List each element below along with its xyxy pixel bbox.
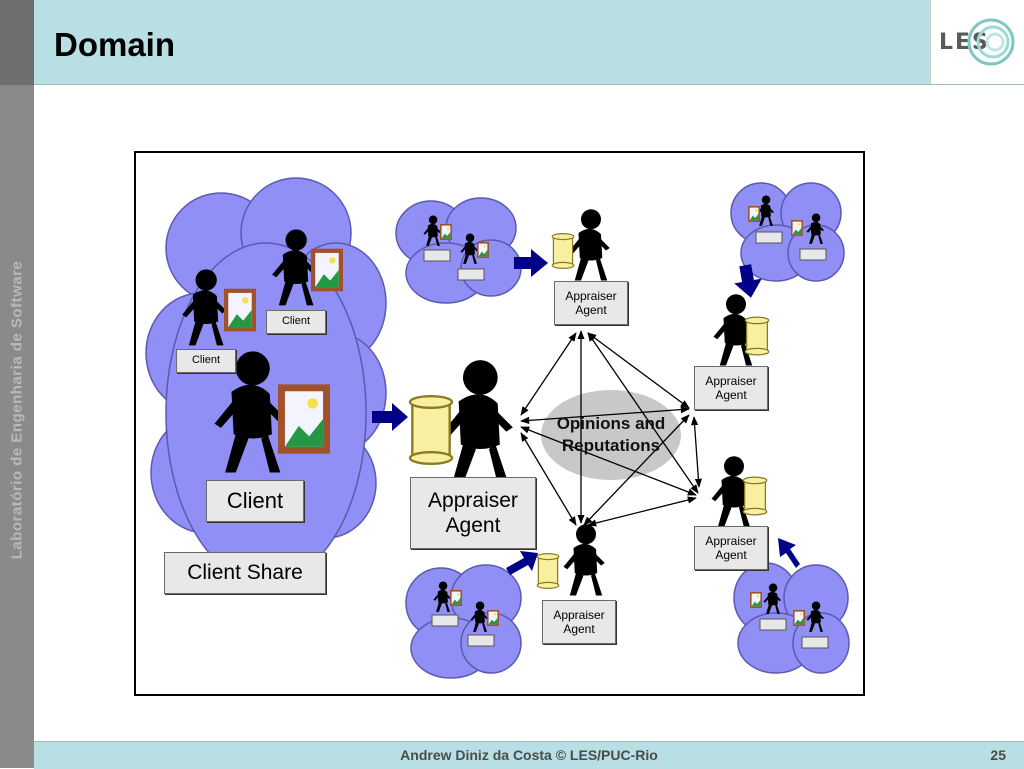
appraiser-agent-label-bottom: Appraiser Agent	[542, 600, 616, 644]
central-appraiser-agent-label: Appraiser Agent	[410, 477, 536, 549]
appraiser-agent-label-right-upper: Appraiser Agent	[694, 366, 768, 410]
sidebar: Laboratório de Engenharia de Software	[0, 0, 34, 768]
page-number: 25	[990, 747, 1006, 763]
cloud-bottom-left	[405, 564, 522, 679]
footer-author: Andrew Diniz da Costa © LES/PUC-Rio	[400, 747, 658, 763]
agent-label-line2: Agent	[563, 622, 595, 636]
agent-label-line2: Agent	[715, 548, 747, 562]
central-agent-label-line1: Appraiser	[428, 488, 518, 512]
les-logo: LES	[930, 0, 1024, 85]
agent-label-line1: Appraiser	[705, 373, 757, 388]
appraiser-agent-label-top: Appraiser Agent	[554, 281, 628, 325]
cloud-top-left	[395, 197, 522, 304]
client-label-large: Client	[206, 480, 304, 522]
central-agent-label-line2: Agent	[445, 514, 501, 537]
opinions-and-reputations-text: Opinions and Reputations	[541, 413, 681, 457]
sidebar-top-block	[0, 0, 34, 85]
slide-header: Domain	[34, 0, 930, 85]
diagram-graphics	[145, 177, 850, 679]
client-label-small-1: Client	[176, 349, 236, 373]
agent-label-line2: Agent	[575, 303, 607, 317]
appraiser-agent-label-right-lower: Appraiser Agent	[694, 526, 768, 570]
page-title: Domain	[54, 26, 176, 63]
agent-label-line1: Appraiser	[565, 288, 617, 303]
domain-diagram: Client Client Client Client Share Apprai…	[134, 151, 865, 696]
sidebar-vertical-title: Laboratório de Engenharia de Software	[8, 260, 26, 560]
client-label-small-2: Client	[266, 310, 326, 334]
cloud-bottom-right	[733, 562, 850, 674]
logo-swirl-icon	[967, 18, 1015, 66]
slide-footer: Andrew Diniz da Costa © LES/PUC-Rio 25	[34, 741, 1024, 769]
client-share-cloud	[145, 177, 387, 584]
opinions-line2: Reputations	[561, 436, 661, 456]
client-share-label: Client Share	[164, 552, 326, 594]
agent-label-line2: Agent	[715, 388, 747, 402]
opinions-line1: Opinions and	[556, 414, 666, 433]
agent-label-line1: Appraiser	[705, 533, 757, 548]
agent-label-line1: Appraiser	[553, 607, 605, 622]
